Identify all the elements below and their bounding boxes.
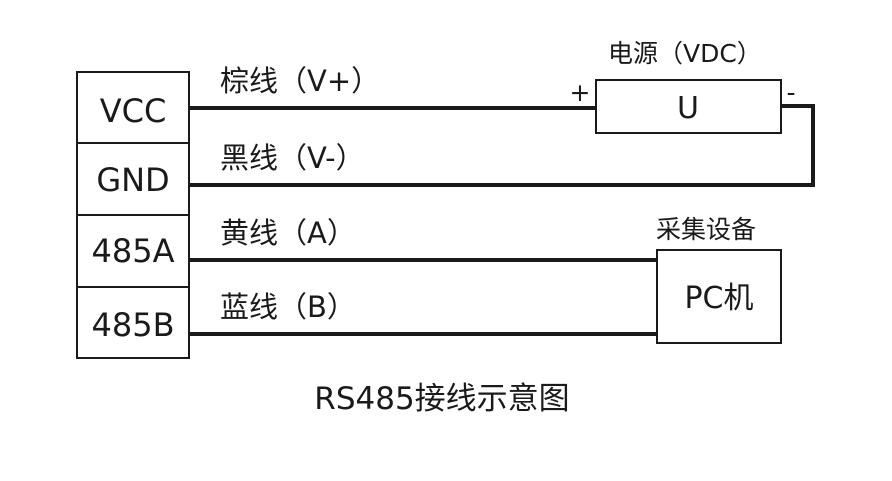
collector-box	[656, 249, 782, 344]
terminal-block: VCC GND 485A 485B	[76, 71, 190, 359]
black-wire	[189, 104, 815, 187]
collector-device: 采集设备 PC机	[656, 215, 782, 344]
wires	[189, 104, 815, 336]
black-wire-label: 黑线（V-）	[220, 141, 365, 175]
diagram-caption: RS485接线示意图	[314, 381, 569, 417]
power-supply: 电源（VDC） U + -	[570, 39, 796, 134]
power-supply-label: U	[677, 91, 699, 126]
power-supply-title: 电源（VDC）	[608, 39, 762, 68]
terminal-gnd-label: GND	[96, 161, 169, 199]
power-supply-box	[595, 79, 782, 134]
collector-title: 采集设备	[656, 215, 756, 244]
blue-wire-label: 蓝线（B）	[220, 290, 356, 324]
power-plus-sign: +	[570, 78, 591, 107]
brown-wire-label: 棕线（V+）	[220, 64, 380, 98]
collector-label: PC机	[684, 281, 753, 316]
terminal-vcc-label: VCC	[100, 92, 167, 130]
power-minus-sign: -	[786, 78, 795, 107]
yellow-wire-label: 黄线（A）	[220, 216, 356, 250]
terminal-485a-label: 485A	[92, 232, 175, 270]
terminal-485b-label: 485B	[91, 306, 174, 344]
